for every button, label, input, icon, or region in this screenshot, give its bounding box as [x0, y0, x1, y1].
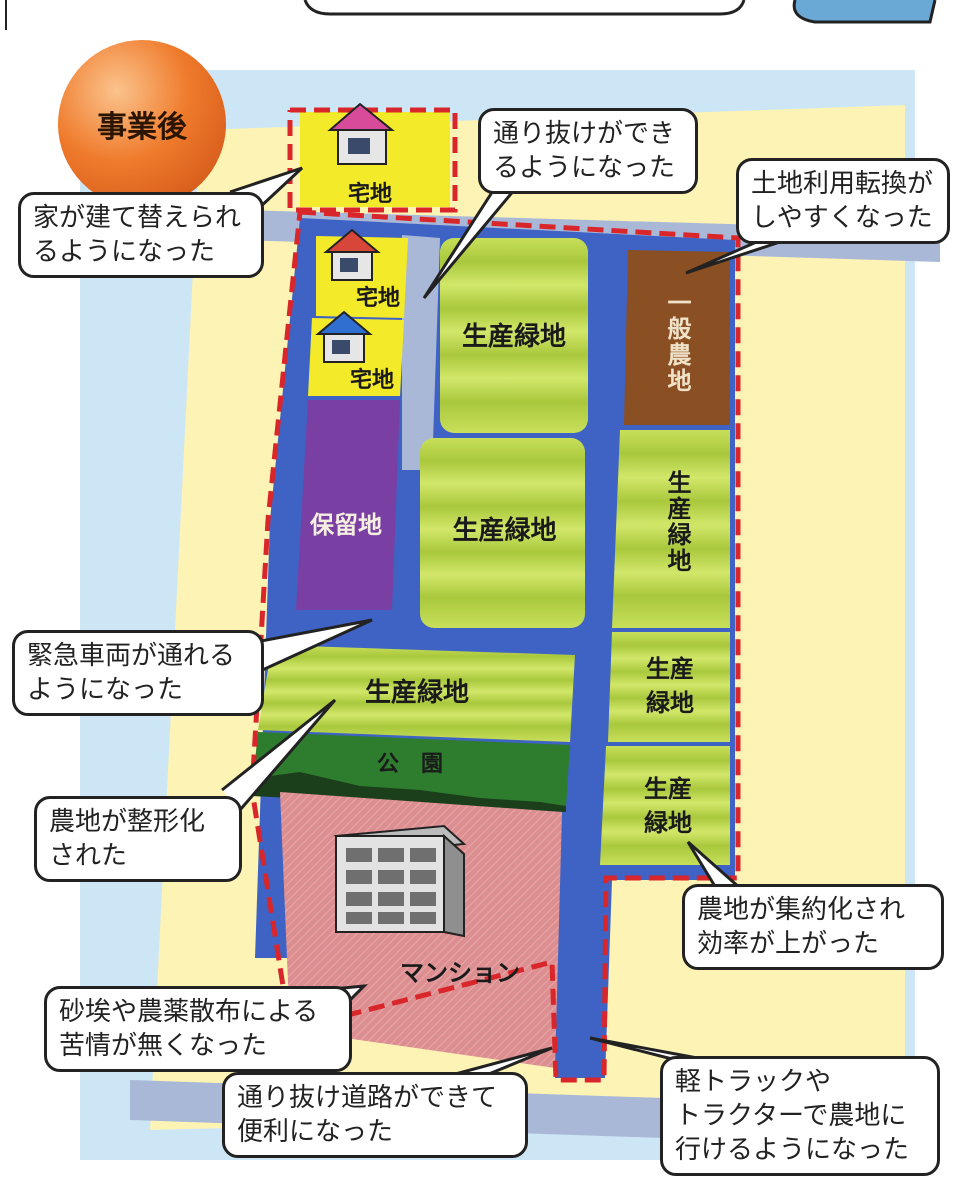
- pointer-consolidated: [686, 840, 741, 890]
- pointer-road: [447, 1046, 553, 1078]
- project-boundary: [249, 209, 741, 1083]
- label-green-wide: 生産緑地: [364, 678, 469, 708]
- after-project-badge: 事業後: [58, 40, 226, 208]
- callout-pass-through: 通り抜けができ るようになった: [478, 108, 698, 194]
- callout-rebuild: 家が建て替えられ るようになった: [18, 192, 264, 278]
- plot-green-right-mid: [608, 632, 730, 742]
- label-green-right-tall: 生産緑地: [663, 470, 691, 574]
- plot-green-2: [420, 438, 585, 628]
- pointer-truck: [589, 1036, 709, 1062]
- plot-green-wide: [258, 645, 575, 742]
- label-green-right-low: 生産 緑地: [644, 775, 692, 837]
- house-icon: [323, 228, 381, 281]
- callout-truck: 軽トラックや トラクターで農地に 行けるようになった: [660, 1056, 940, 1176]
- house-icon: [327, 102, 395, 165]
- label-general-farmland: 一般農地: [663, 290, 691, 394]
- label-house-lot-top: 宅地: [347, 182, 392, 207]
- callout-consolidated: 農地が集約化され 効率が上がった: [682, 884, 944, 970]
- park-trees: [252, 772, 566, 812]
- label-mansion: マンション: [400, 959, 520, 987]
- callout-land-use: 土地利用転換が しやすくなった: [736, 158, 950, 244]
- pointer-emergency: [239, 618, 373, 674]
- callout-shaped: 農地が整形化 された: [34, 796, 242, 882]
- apartment-building-icon: [333, 824, 467, 938]
- old-lane: [402, 235, 440, 470]
- plot-reserved: [296, 400, 400, 610]
- plot-green-1: [440, 238, 588, 433]
- house-icon: [315, 310, 373, 363]
- pointer-land-use: [685, 234, 799, 275]
- callout-dust: 砂埃や農薬散布による 苦情が無くなった: [44, 986, 352, 1072]
- plot-general-farmland: [624, 250, 730, 425]
- label-green-2: 生産緑地: [452, 516, 557, 546]
- label-house-lot-2: 宅地: [349, 368, 394, 393]
- plot-green-right-low: [600, 746, 730, 865]
- label-park: 公 園: [376, 752, 443, 777]
- plot-green-right-tall: [612, 430, 730, 628]
- callout-emergency: 緊急車両が通れる ようになった: [12, 630, 264, 716]
- label-reserved: 保留地: [310, 511, 382, 539]
- callout-road: 通り抜け道路ができて 便利になった: [222, 1072, 528, 1158]
- label-green-right-mid: 生産 緑地: [646, 655, 694, 717]
- label-green-1: 生産緑地: [461, 322, 566, 352]
- label-house-lot-1: 宅地: [355, 286, 400, 311]
- top-cropped-fragments: [5, 0, 937, 30]
- pointer-shaped: [221, 698, 337, 811]
- pointer-pass-through: [422, 182, 522, 299]
